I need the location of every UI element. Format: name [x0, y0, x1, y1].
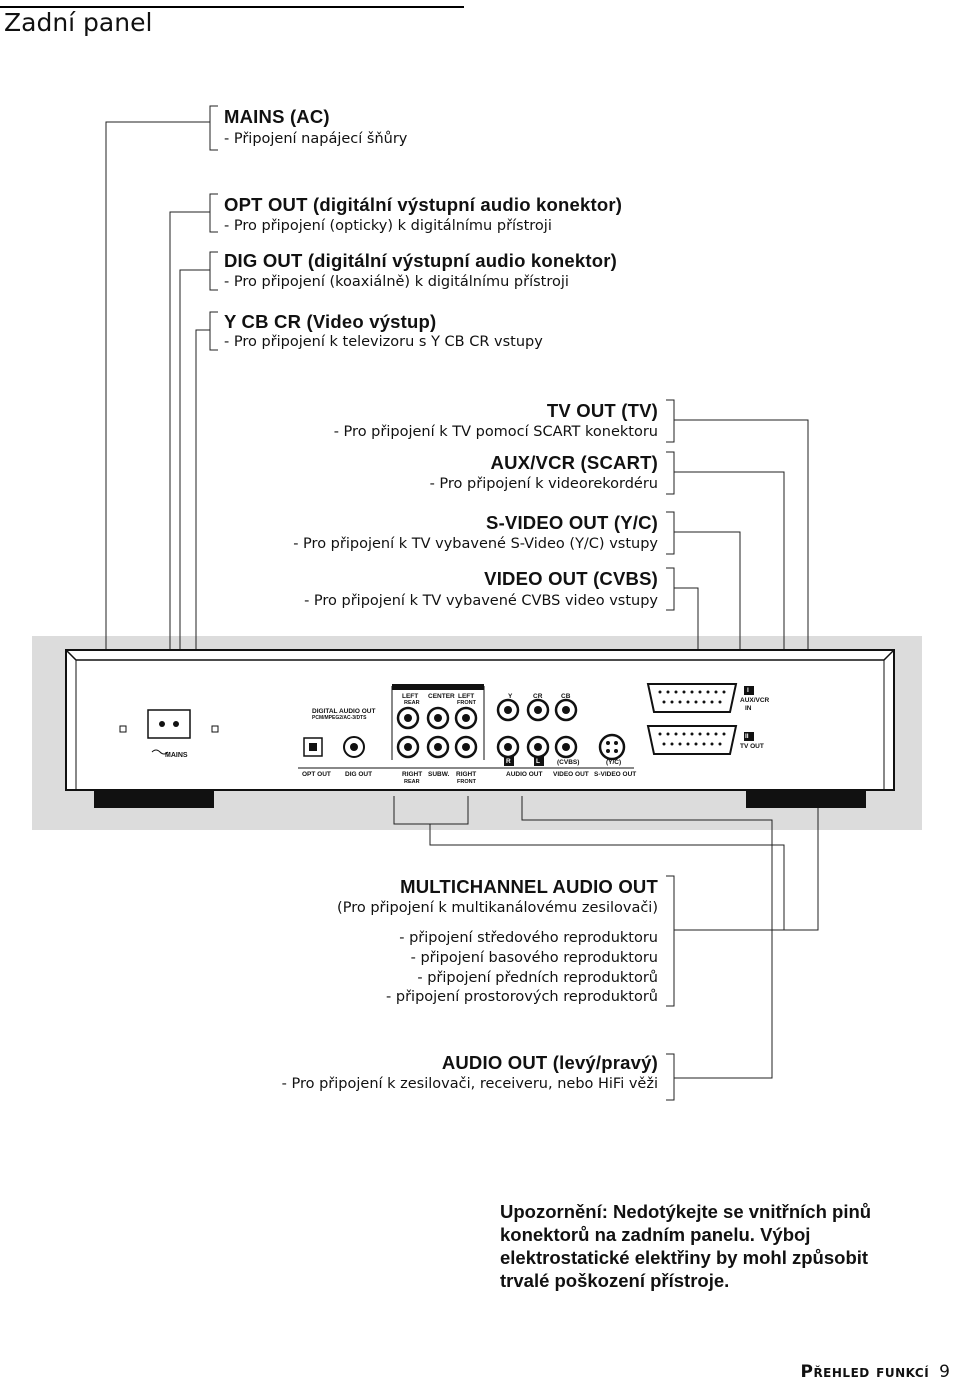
- panel-audio-out: AUDIO OUT: [506, 771, 543, 778]
- panel-subw: SUBW.: [428, 771, 450, 778]
- panel-digital-audio-out: DIGITAL AUDIO OUT: [312, 708, 376, 715]
- panel-badge-1: I: [747, 687, 749, 694]
- label-aux-vcr-desc: - Pro připojení k videorekordéru: [429, 476, 658, 492]
- multichannel-heading: MULTICHANNEL AUDIO OUT: [400, 876, 658, 897]
- panel-video-out: VIDEO OUT: [553, 771, 589, 778]
- panel-center: CENTER: [428, 693, 455, 700]
- panel-cb: CB: [561, 693, 571, 700]
- panel-right-rear: RIGHT: [402, 771, 423, 778]
- rca-jacks: [396, 698, 578, 759]
- panel-left-front: LEFT: [458, 693, 475, 700]
- panel-in: IN: [745, 705, 752, 712]
- multichannel-subheading: (Pro připojení k multikanálovému zesilov…: [337, 900, 658, 916]
- multichannel-item-front: - připojení předních reproduktorů: [417, 970, 658, 986]
- panel-aux-vcr: AUX/VCR: [740, 697, 770, 704]
- label-ycbcr-desc: - Pro připojení k televizoru s Y CB CR v…: [224, 334, 543, 350]
- right-brackets: [666, 399, 675, 1101]
- mains-socket-illustration: [119, 709, 219, 755]
- panel-mains-label: MAINS: [165, 752, 188, 759]
- badge-2-bg: [744, 732, 754, 741]
- label-tv-out-desc: - Pro připojení k TV pomocí SCART konekt…: [333, 424, 658, 440]
- label-opt-out-desc: - Pro připojení (opticky) k digitálnímu …: [224, 218, 552, 234]
- warning-note: Upozornění: Nedotýkejte se vnitřních pin…: [500, 1201, 872, 1291]
- footer-section: Přehled funkcí: [800, 1362, 930, 1382]
- multichannel-item-bass: - připojení basového reproduktoru: [410, 950, 658, 966]
- label-video-out-heading: VIDEO OUT (CVBS): [484, 568, 658, 589]
- label-s-video-desc: - Pro připojení k TV vybavené S-Video (Y…: [293, 536, 658, 552]
- panel-badge-2: II: [745, 733, 749, 740]
- panel-y: Y: [508, 693, 513, 700]
- label-s-video-heading: S-VIDEO OUT (Y/C): [486, 512, 658, 533]
- multichannel-item-surround: - připojení prostorových reproduktorů: [386, 989, 658, 1005]
- label-opt-out-heading: OPT OUT (digitální výstupní audio konekt…: [224, 194, 623, 215]
- page-number: 9: [939, 1362, 950, 1382]
- panel-l: L: [536, 758, 540, 765]
- top-rule: [0, 6, 464, 8]
- panel-front-top: FRONT: [457, 700, 476, 706]
- panel-front-bottom: FRONT: [457, 779, 476, 785]
- panel-r: R: [506, 758, 511, 765]
- left-brackets: [209, 105, 218, 351]
- multichannel-item-center: - připojení středového reproduktoru: [399, 930, 658, 946]
- audio-out-desc: - Pro připojení k zesilovači, receiveru,…: [281, 1076, 658, 1092]
- panel-right-front: RIGHT: [456, 771, 477, 778]
- label-aux-vcr-heading: AUX/VCR (SCART): [490, 452, 658, 473]
- badge-1-bg: [744, 686, 754, 695]
- label-dig-out-desc: - Pro připojení (koaxiálně) k digitálním…: [224, 274, 569, 290]
- label-mains-heading: MAINS (AC): [224, 106, 330, 127]
- scart-connectors: [646, 683, 738, 755]
- panel-s-video-out: S-VIDEO OUT: [594, 771, 637, 778]
- page-title: Zadní panel: [4, 8, 153, 37]
- panel-rear-top: REAR: [404, 700, 420, 706]
- audio-out-heading: AUDIO OUT (levý/pravý): [441, 1052, 658, 1073]
- panel-digital-sub: PCM/MPEG2/AC-3/DTS: [312, 715, 367, 721]
- panel-rear-bottom: REAR: [404, 779, 420, 785]
- panel-cr: CR: [533, 693, 543, 700]
- panel-tv-out: TV OUT: [740, 743, 764, 750]
- panel-cvbs: (CVBS): [557, 759, 580, 766]
- panel-opt-out: OPT OUT: [302, 771, 331, 778]
- panel-yc: (Y/C): [606, 759, 622, 766]
- label-mains-desc: - Připojení napájecí šňůry: [224, 131, 408, 147]
- panel-dig-out: DIG OUT: [345, 771, 373, 778]
- label-dig-out-heading: DIG OUT (digitální výstupní audio konekt…: [224, 250, 617, 271]
- s-video-port: [598, 733, 626, 761]
- panel-multichannel-label: MULTICHANNEL AUDIO OUT: [404, 677, 487, 683]
- label-tv-out-heading: TV OUT (TV): [546, 400, 658, 421]
- page-footer: Přehled funkcí 9: [800, 1362, 950, 1382]
- panel-left-rear: LEFT: [402, 693, 419, 700]
- label-video-out-desc: - Pro připojení k TV vybavené CVBS video…: [304, 593, 658, 609]
- label-ycbcr-heading: Y CB CR (Video výstup): [224, 311, 437, 332]
